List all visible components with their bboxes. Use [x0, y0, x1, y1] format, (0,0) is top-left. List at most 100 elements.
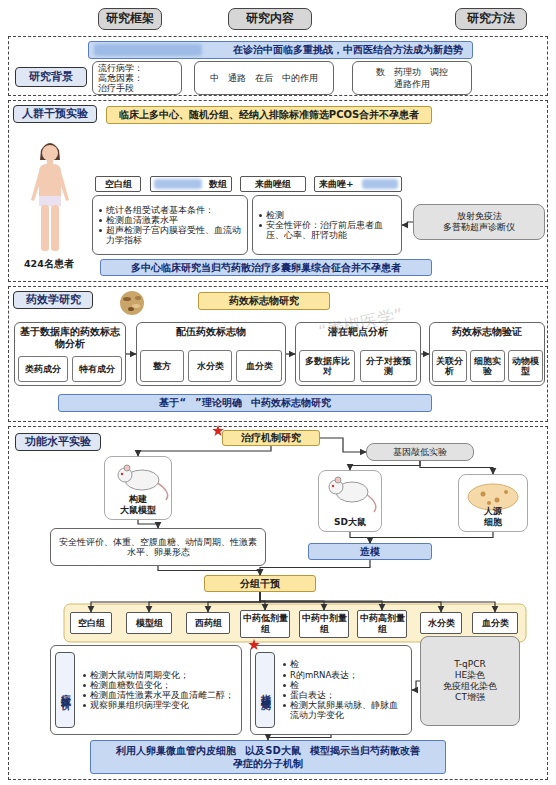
section-frame: 研究背景在诊治中面临多重挑战，中西医结合方法成为新趋势流行病学：高危因素：治疗手…: [8, 36, 548, 96]
node-text: 细胞实验: [472, 356, 503, 376]
connector-arrow: [138, 446, 271, 456]
connector-arrow: [350, 532, 370, 543]
model-band: 造模: [308, 543, 432, 560]
connector-arrow: [260, 592, 495, 612]
node-text: 来曲唑+: [319, 179, 354, 190]
group-box: 空白组: [95, 176, 141, 192]
node-text: 孕症的分子机制: [233, 758, 303, 770]
node-text: SD大鼠: [334, 517, 366, 528]
info-box: 数药理功调控通路作用: [352, 61, 472, 95]
header-tab: 研究框架: [98, 8, 162, 30]
bullet-text: 检测大鼠动情周期变化；: [82, 670, 189, 680]
node-text: 免疫组化染色: [443, 681, 497, 692]
bullet-text: 超声检测子宫内膜容受性、血流动力学指标: [98, 225, 242, 245]
section-label: 人群干预实验: [13, 105, 97, 123]
connector-arrow: [370, 532, 493, 543]
node-text: 血分类: [482, 618, 509, 629]
node-text: 流行病学：: [98, 63, 143, 73]
node-text: 以及SD大鼠: [245, 745, 301, 757]
connector-arrow: [320, 438, 366, 452]
node-text: 中的作用: [282, 73, 318, 83]
summary-band: 基于“ ”理论明确中药效标志物研究: [58, 394, 432, 412]
patient-figure: [31, 168, 43, 201]
node-text: 数组: [209, 179, 227, 190]
group-box: 模型组: [126, 612, 172, 634]
bullet-text: 统计各组受试者基本条件：: [98, 205, 214, 215]
connector-arrow: [260, 592, 441, 612]
cell-picture: [495, 498, 500, 503]
bullet-text: 检测: [258, 210, 284, 220]
connector-arrow: [421, 353, 429, 354]
node-text: 造模: [360, 546, 380, 558]
node-text: 空白组: [105, 179, 132, 190]
patient-figure: [51, 205, 59, 251]
info-box: 中通路在后中的作用: [194, 61, 334, 95]
sub-box: 水分类: [188, 350, 232, 382]
node-text: 利用人卵巢微血管内皮细胞: [116, 745, 236, 757]
node-text: 来曲唑组: [255, 179, 291, 190]
rat-picture: [121, 473, 123, 475]
vertical-label: 指标检测: [255, 652, 275, 728]
cell-picture: [468, 484, 518, 510]
evaluation-box: 疗效评价检测大鼠动情周期变化；检测血糖数值变化；检测血清性激素水平及血清雌二醇；…: [50, 645, 242, 735]
cell-picture: [504, 490, 508, 494]
sub-box: 分子对接预测: [360, 350, 417, 382]
connector-arrow: [260, 560, 370, 575]
node-text: 特有成分: [79, 364, 115, 374]
node-text: 构建: [129, 494, 147, 505]
conclusion-band: 利用人卵巢微血管内皮细胞以及SD大鼠模型揭示当归芍药散改善孕症的分子机制: [90, 740, 446, 774]
patient-figure: [42, 145, 58, 161]
node-text: 中药效标志物研究: [251, 397, 331, 409]
connector-arrow: [402, 222, 413, 225]
bullet-text: R的mRNA表达；: [282, 670, 358, 680]
node-text: 临床上多中心、随机分组、经纳入排除标准筛选PCOS合并不孕患者: [119, 109, 419, 121]
node-text: ”理论明确: [195, 397, 242, 409]
node-text: 中: [210, 73, 219, 83]
section-label: 研究背景: [15, 67, 87, 87]
node-text: 多数据库比对: [301, 356, 353, 376]
herb-picture: [120, 291, 144, 315]
highlight-band: 分组干预: [204, 575, 316, 592]
node-text: 模型揭示当归芍药散改善: [310, 745, 420, 757]
caption-label: 424名患者: [24, 258, 74, 271]
rat-picture: [124, 465, 130, 471]
node-text: HE染色: [455, 670, 485, 681]
node-text: 整方: [153, 361, 171, 371]
section-frame: 人群干预实验 临床上多中心、随机分组、经纳入排除标准筛选PCOS合并不孕患者空白组…: [8, 100, 548, 282]
node-text: 基于“: [159, 397, 186, 409]
node-text: 模型组: [136, 618, 163, 629]
bullet-text: 检测血糖数值变化；: [82, 680, 171, 690]
node-text: 药效标志物研究: [229, 295, 299, 307]
section-frame: 功能水平实验治疗机制研究基因敲低实验构建大鼠模型SD大鼠人源细胞造模安全性评价、…: [8, 426, 548, 780]
sub-box: 特有成分: [72, 356, 122, 382]
bullet-text: 检测血清性激素水平及血清雌二醇；: [82, 690, 234, 700]
node-text: 安全性评价、体重、空腹血糖、动情周期、性激素水平、卵巢形态: [56, 537, 260, 557]
rat-picture: [332, 485, 334, 487]
bullet-box: 统计各组受试者基本条件：检测血清激素水平超声检测子宫内膜容受性、血流动力学指标: [92, 195, 248, 255]
node-text: 在诊治中面临多重挑战，中西医结合方法成为新趋势: [233, 44, 463, 56]
node-text: 分子对接预测: [362, 356, 415, 376]
node-text: 研究框架: [106, 12, 154, 26]
herb-picture: [135, 296, 141, 300]
node-text: 放射免疫法: [457, 211, 502, 222]
connector-arrow: [149, 592, 260, 612]
connector-arrow: [412, 681, 420, 690]
bullet-text: 蛋白表达；: [282, 690, 335, 700]
section-label: 药效学研究: [13, 291, 93, 309]
group-box: 西药组: [186, 612, 230, 634]
node-text: 中药低剂量组: [241, 613, 289, 635]
node-text: 药理功: [394, 67, 421, 77]
connector-arrow: [260, 592, 382, 610]
model-box: 构建大鼠模型: [104, 456, 172, 520]
group-box: 血分类: [472, 612, 518, 634]
process-box: 药效标志物验证关联分析细胞实验动物模型: [429, 322, 545, 386]
info-box: 安全性评价、体重、空腹血糖、动情周期、性激素水平、卵巢形态: [50, 528, 266, 566]
node-text: 中药中剂量组: [300, 613, 348, 635]
node-text: 通路: [228, 73, 246, 83]
connector-arrow: [91, 592, 260, 612]
patient-figure: [39, 196, 61, 206]
group-box: 空白组: [70, 612, 112, 634]
process-box: 配伍药效标志物整方水分类血分类: [136, 322, 286, 386]
rat-picture: [335, 477, 341, 483]
bullet-text: 安全性评价：治疗前后患者血压、心率、肝肾功能: [258, 220, 396, 240]
